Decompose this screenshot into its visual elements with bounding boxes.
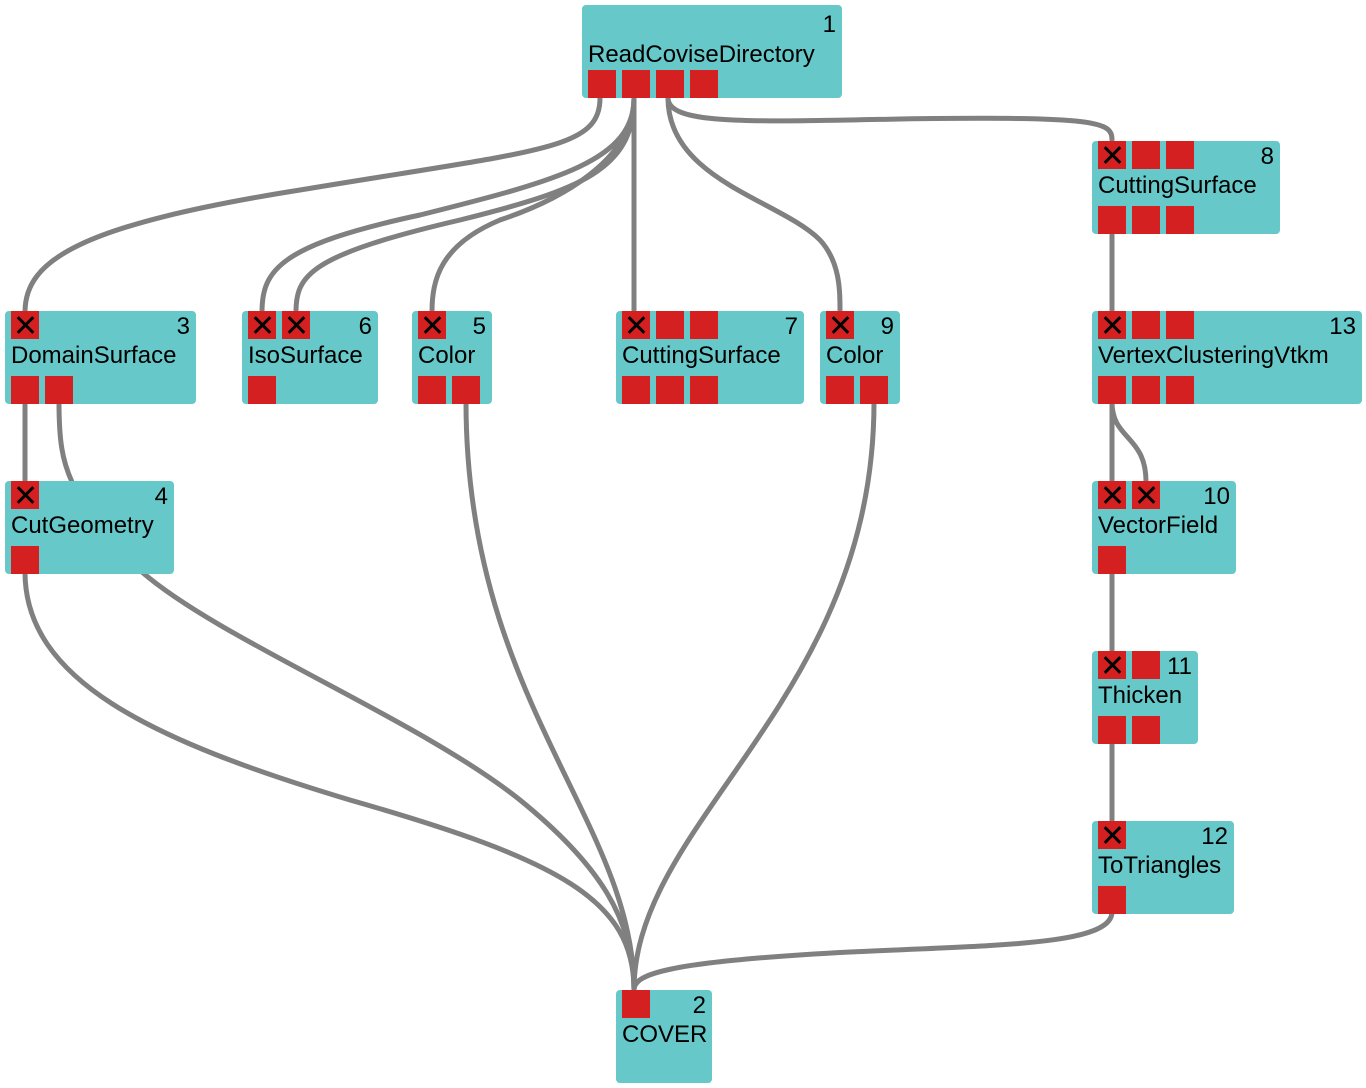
output-port[interactable] bbox=[1132, 376, 1160, 404]
output-port[interactable] bbox=[1098, 546, 1126, 574]
output-port[interactable] bbox=[1132, 716, 1160, 744]
input-port-connected[interactable] bbox=[418, 311, 446, 339]
input-port-connected[interactable] bbox=[1098, 141, 1126, 169]
input-port-connected[interactable] bbox=[1098, 821, 1126, 849]
wire-12-to-2[interactable] bbox=[631, 909, 1115, 993]
module-title: ReadCoviseDirectory bbox=[588, 41, 815, 68]
input-port[interactable] bbox=[1166, 141, 1194, 169]
module-color-9[interactable]: 9 Color bbox=[820, 311, 900, 404]
wire-1-to-9[interactable] bbox=[665, 95, 843, 315]
output-port[interactable] bbox=[622, 376, 650, 404]
wire-1-to-3[interactable] bbox=[22, 95, 603, 315]
module-id: 4 bbox=[154, 483, 168, 510]
output-port[interactable] bbox=[11, 376, 39, 404]
wire-1-to-5[interactable] bbox=[429, 95, 637, 315]
output-port[interactable] bbox=[1132, 206, 1160, 234]
output-port[interactable] bbox=[1098, 716, 1126, 744]
module-cutting-surface-7[interactable]: 7 CuttingSurface bbox=[616, 311, 804, 404]
module-title: Color bbox=[418, 342, 476, 369]
input-port-connected[interactable] bbox=[622, 311, 650, 339]
input-port-connected[interactable] bbox=[1132, 481, 1160, 509]
output-port[interactable] bbox=[452, 376, 480, 404]
output-port[interactable] bbox=[826, 376, 854, 404]
output-port[interactable] bbox=[656, 70, 684, 98]
input-port[interactable] bbox=[1166, 311, 1194, 339]
module-domain-surface[interactable]: 3 DomainSurface bbox=[5, 311, 196, 404]
input-port-connected[interactable] bbox=[248, 311, 276, 339]
module-id: 12 bbox=[1201, 823, 1228, 850]
module-id: 9 bbox=[880, 313, 894, 340]
output-port[interactable] bbox=[860, 376, 888, 404]
wire-1-to-8[interactable] bbox=[665, 95, 1115, 143]
module-id: 11 bbox=[1167, 653, 1192, 680]
module-title: DomainSurface bbox=[11, 342, 177, 369]
wire-1-to-6a[interactable] bbox=[259, 95, 637, 315]
module-id: 8 bbox=[1260, 143, 1274, 170]
output-port[interactable] bbox=[11, 546, 39, 574]
module-title: VectorField bbox=[1098, 512, 1219, 539]
output-port[interactable] bbox=[656, 376, 684, 404]
wire-9-to-2[interactable] bbox=[631, 399, 877, 993]
module-title: Color bbox=[826, 342, 884, 369]
module-title: CutGeometry bbox=[11, 512, 154, 539]
module-id: 13 bbox=[1329, 313, 1356, 340]
output-port[interactable] bbox=[1166, 206, 1194, 234]
input-port[interactable] bbox=[1132, 141, 1160, 169]
module-vertex-clustering-vtkm[interactable]: 13 VertexClusteringVtkm bbox=[1092, 311, 1362, 404]
module-id: 3 bbox=[176, 313, 190, 340]
module-id: 7 bbox=[784, 313, 798, 340]
module-id: 10 bbox=[1203, 483, 1230, 510]
module-id: 2 bbox=[692, 992, 706, 1019]
module-title: Thicken bbox=[1098, 682, 1183, 709]
module-title: VertexClusteringVtkm bbox=[1098, 342, 1329, 369]
module-title: CuttingSurface bbox=[1098, 172, 1257, 199]
module-read-covise-directory[interactable]: 1 ReadCoviseDirectory bbox=[582, 5, 842, 98]
module-cut-geometry[interactable]: 4 CutGeometry bbox=[5, 481, 174, 574]
output-port[interactable] bbox=[1098, 206, 1126, 234]
module-id: 1 bbox=[822, 11, 836, 38]
input-port-connected[interactable] bbox=[1098, 651, 1126, 679]
output-port[interactable] bbox=[45, 376, 73, 404]
module-cutting-surface-8[interactable]: 8 CuttingSurface bbox=[1092, 141, 1280, 234]
input-port-connected[interactable] bbox=[1098, 481, 1126, 509]
input-port-connected[interactable] bbox=[282, 311, 310, 339]
module-id: 6 bbox=[358, 313, 372, 340]
output-port[interactable] bbox=[622, 70, 650, 98]
module-thicken[interactable]: 11 Thicken bbox=[1092, 651, 1198, 744]
output-port[interactable] bbox=[690, 376, 718, 404]
wire-5-to-2[interactable] bbox=[463, 399, 637, 993]
wire-13-to-10b[interactable] bbox=[1109, 399, 1149, 485]
wire-4-to-2a[interactable] bbox=[22, 569, 637, 993]
input-port-connected[interactable] bbox=[1098, 311, 1126, 339]
module-title: ToTriangles bbox=[1098, 852, 1222, 879]
wire-1-to-6b[interactable] bbox=[293, 95, 637, 315]
wire-4-to-2b[interactable] bbox=[139, 569, 637, 993]
module-iso-surface[interactable]: 6 IsoSurface bbox=[242, 311, 378, 404]
output-port[interactable] bbox=[248, 376, 276, 404]
module-vector-field[interactable]: 10 VectorField bbox=[1092, 481, 1236, 574]
wire-3-to-4b[interactable] bbox=[56, 399, 75, 485]
module-id: 5 bbox=[472, 313, 486, 340]
input-port[interactable] bbox=[1132, 651, 1160, 679]
input-port[interactable] bbox=[622, 990, 650, 1018]
output-port[interactable] bbox=[1098, 376, 1126, 404]
input-port[interactable] bbox=[690, 311, 718, 339]
module-title: CuttingSurface bbox=[622, 342, 781, 369]
module-cover[interactable]: 2 COVER bbox=[616, 990, 712, 1083]
module-title: COVER bbox=[622, 1021, 708, 1048]
input-port-connected[interactable] bbox=[11, 481, 39, 509]
input-port[interactable] bbox=[1132, 311, 1160, 339]
output-port[interactable] bbox=[1098, 886, 1126, 914]
input-port-connected[interactable] bbox=[11, 311, 39, 339]
module-color-5[interactable]: 5 Color bbox=[412, 311, 492, 404]
output-port[interactable] bbox=[418, 376, 446, 404]
input-port-connected[interactable] bbox=[826, 311, 854, 339]
module-to-triangles[interactable]: 12 ToTriangles bbox=[1092, 821, 1234, 914]
input-port[interactable] bbox=[656, 311, 684, 339]
module-title: IsoSurface bbox=[248, 342, 363, 369]
output-port[interactable] bbox=[1166, 376, 1194, 404]
output-port[interactable] bbox=[690, 70, 718, 98]
output-port[interactable] bbox=[588, 70, 616, 98]
